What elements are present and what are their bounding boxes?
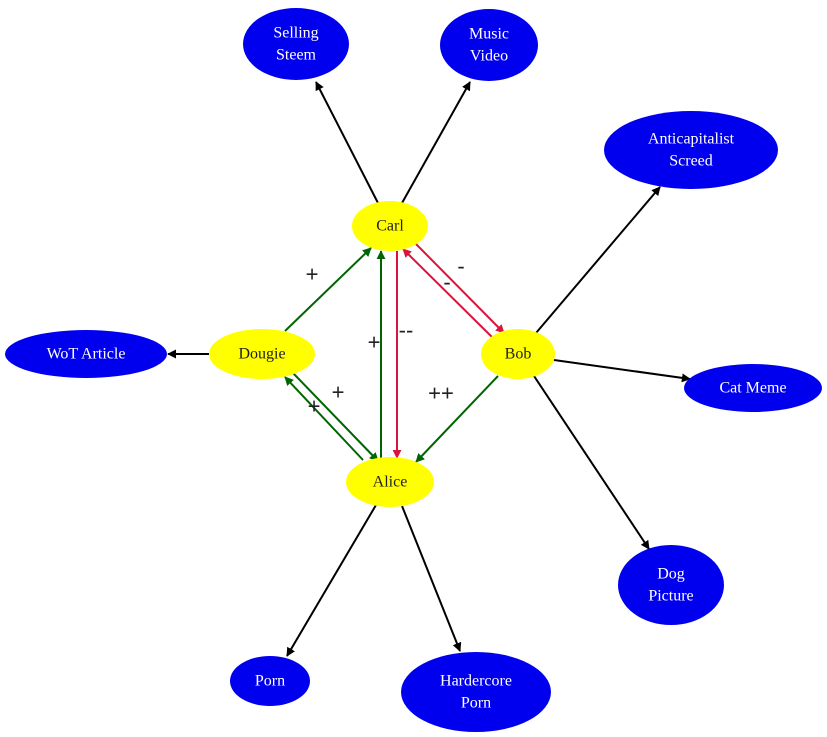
edge-dougie-carl	[284, 247, 372, 332]
node-cat-meme: Cat Meme	[684, 364, 822, 412]
content-node-shape	[5, 330, 167, 378]
edge-bob-alice	[415, 375, 499, 463]
content-node-shape	[243, 8, 349, 80]
edge-dougie-alice	[292, 372, 379, 462]
content-node-shape	[401, 652, 551, 732]
node-label-line-1: Anticapitalist	[648, 131, 735, 148]
edge-bob-anticapitalist-screed	[535, 186, 661, 334]
node-label-line-2: Picture	[648, 588, 693, 605]
person-node-shape	[346, 457, 434, 507]
edge-alice-hardercore-porn	[401, 505, 462, 652]
node-porn: Porn	[230, 656, 310, 706]
edge-carl-bob	[415, 243, 505, 334]
node-label: Dougie	[238, 346, 285, 363]
node-bob: Bob	[481, 329, 555, 379]
node-dougie: Dougie	[209, 329, 315, 379]
node-wot-article: WoT Article	[5, 330, 167, 378]
content-node-shape	[440, 9, 538, 81]
node-anticapitalist-screed: Anticapitalist Screed	[604, 111, 778, 189]
node-label: Bob	[505, 346, 532, 363]
node-label: Carl	[376, 218, 404, 235]
node-label-line-1: Cat Meme	[719, 380, 786, 397]
person-node-shape	[352, 201, 428, 251]
node-label-line-1: Hardercore	[440, 673, 512, 690]
node-label-line-2: Video	[470, 48, 508, 65]
person-node-shape	[209, 329, 315, 379]
node-label: Alice	[373, 474, 408, 491]
node-alice: Alice	[346, 457, 434, 507]
edge-label-carl-to-alice: --	[399, 318, 414, 343]
edge-label-alice-to-carl: +	[368, 330, 381, 355]
edge-label-bob-to-alice: ++	[428, 381, 454, 406]
edge-bob-cat-meme	[553, 359, 691, 383]
edge-carl-music-video	[401, 81, 471, 204]
node-label-line-1: Porn	[255, 673, 285, 690]
node-selling-steem: Selling Steem	[243, 8, 349, 80]
edge-alice-dougie	[284, 376, 364, 461]
content-node-shape	[230, 656, 310, 706]
node-hardercore-porn: Hardercore Porn	[401, 652, 551, 732]
node-label-line-1: WoT Article	[47, 346, 126, 363]
node-label-line-1: Music	[469, 26, 509, 43]
content-node-shape	[684, 364, 822, 412]
content-node-shape	[604, 111, 778, 189]
edge-label-alice-to-dougie: +	[308, 394, 321, 419]
node-music-video: Music Video	[440, 9, 538, 81]
edge-bob-dog-picture	[533, 375, 650, 550]
node-carl: Carl	[352, 201, 428, 251]
edge-label-bob-to-carl: -	[443, 270, 450, 295]
node-label-line-2: Steem	[276, 47, 317, 64]
content-node-shape	[618, 545, 724, 625]
edge-alice-porn	[286, 504, 377, 657]
edge-carl-selling-steem	[315, 81, 379, 204]
person-node-shape	[481, 329, 555, 379]
node-dog-picture: Dog Picture	[618, 545, 724, 625]
edge-label-dougie-to-alice: +	[332, 380, 345, 405]
node-label-line-2: Screed	[669, 153, 713, 170]
edges	[167, 81, 691, 657]
node-label-line-2: Porn	[461, 695, 491, 712]
edge-label-carl-to-bob: -	[457, 254, 464, 279]
edge-bob-carl	[402, 248, 495, 340]
node-label-line-1: Dog	[657, 566, 685, 583]
edge-label-dougie-to-carl: +	[306, 262, 319, 287]
node-label-line-1: Selling	[273, 25, 318, 42]
edge-labels: + - - + -- + + ++	[306, 254, 465, 419]
